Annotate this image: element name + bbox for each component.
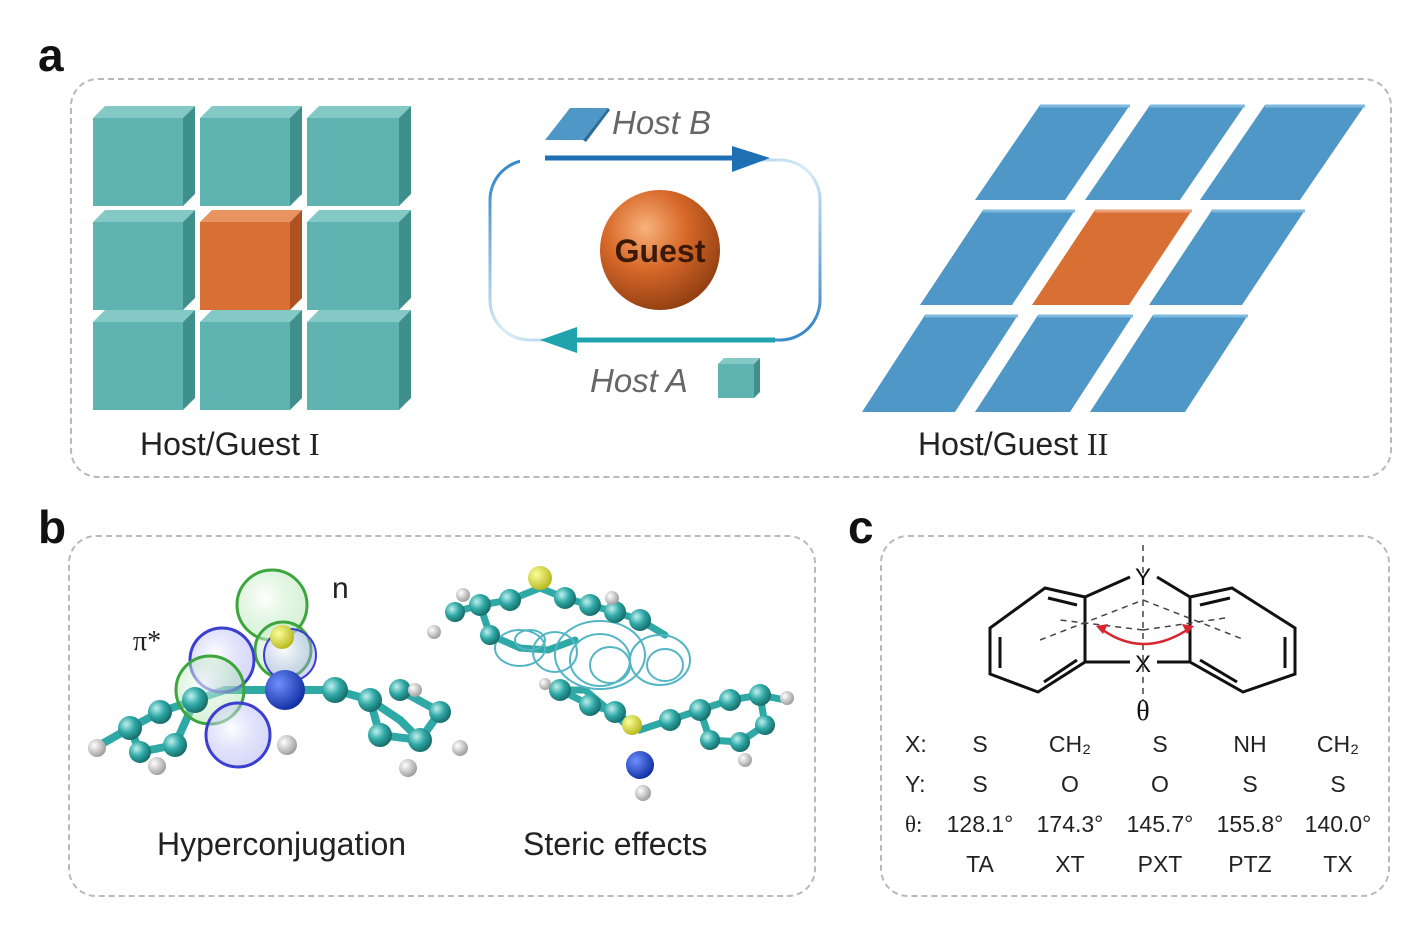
host-a-cube: [307, 210, 411, 310]
host-b-rhombus: [1085, 105, 1245, 200]
row-label-y: Y:: [905, 771, 925, 797]
panel-c-frame: [880, 535, 1390, 897]
table-cell: 145.7°: [1127, 811, 1194, 837]
hyperconjugation-molecule: [88, 568, 468, 777]
host-b-rhombus: [1200, 105, 1365, 200]
theta-symbol: θ: [1136, 696, 1149, 727]
table-cell: 128.1°: [947, 811, 1014, 837]
nitrogen-atom: [265, 670, 305, 710]
host-guest-1-cube-grid: [93, 106, 411, 410]
host-a-cube: [307, 106, 411, 206]
host-b-label: Host B: [612, 104, 712, 141]
steric-effects-molecule: [427, 566, 794, 801]
panel-c-letter: c: [848, 501, 874, 553]
host-a-cube: [93, 210, 195, 310]
panel-a-letter: a: [38, 29, 64, 81]
pi-star-label: π*: [133, 626, 161, 657]
compound-name: XT: [1055, 851, 1084, 877]
compound-name: PXT: [1138, 851, 1183, 877]
host-a-cube: [200, 106, 302, 206]
host-guest-2-caption: Host/Guest II: [918, 426, 1109, 462]
atom-x-label: X: [1135, 651, 1151, 678]
n-label: n: [332, 572, 349, 605]
table-cell: O: [1061, 771, 1079, 797]
compound-name: TX: [1323, 851, 1352, 877]
guest-sphere: [600, 190, 720, 310]
hyperconjugation-caption: Hyperconjugation: [157, 826, 407, 862]
table-cell: O: [1151, 771, 1169, 797]
arrow-head-right: [732, 146, 770, 172]
host-guest-2-rhombus-grid: [862, 104, 1365, 412]
dibenzo-heterocycle-structure: [988, 545, 1297, 700]
table-cell: S: [972, 771, 987, 797]
table-cell: 140.0°: [1305, 811, 1372, 837]
compound-name: PTZ: [1228, 851, 1271, 877]
host-b-rhombus-icon: [545, 108, 608, 140]
table-cell: CH₂: [1317, 731, 1359, 757]
table-cell: S: [972, 731, 987, 757]
pi-orbital-lobe: [204, 701, 272, 769]
row-label-theta: θ:: [905, 812, 922, 837]
host-a-cube: [93, 106, 195, 206]
host-b-rhombus: [862, 315, 1018, 412]
table-cell: NH: [1233, 731, 1266, 757]
host-b-rhombus: [975, 315, 1133, 412]
host-b-rhombus: [920, 210, 1075, 305]
guest-label: Guest: [615, 233, 706, 269]
host-a-cube: [200, 310, 302, 410]
host-guest-1-caption: Host/Guest I: [140, 426, 320, 462]
host-b-rhombus: [1149, 210, 1305, 305]
compound-name: TA: [966, 851, 994, 877]
host-a-cube: [93, 310, 195, 410]
table-cell: S: [1242, 771, 1257, 797]
table-cell: S: [1152, 731, 1167, 757]
substituent-table: X: S CH₂ S NH CH₂ Y: S O O S S θ: 128.1°…: [905, 731, 1371, 877]
atom-y-label: Y: [1135, 564, 1151, 591]
panel-b-letter: b: [38, 501, 67, 553]
guest-rhombus: [1032, 210, 1192, 305]
table-cell: 174.3°: [1037, 811, 1104, 837]
exchange-cycle: Guest: [488, 108, 822, 398]
arrow-head-left: [540, 327, 577, 353]
sulfur-atom: [270, 625, 294, 649]
table-cell: CH₂: [1049, 731, 1091, 757]
host-a-cube: [307, 310, 411, 410]
table-cell: S: [1330, 771, 1345, 797]
host-b-rhombus: [1090, 315, 1248, 412]
panel-b-frame: [68, 535, 816, 897]
host-a-cube-icon: [718, 358, 760, 398]
host-b-rhombus: [975, 105, 1130, 200]
dihedral-angle-arc: [1099, 626, 1191, 646]
row-label-x: X:: [905, 731, 927, 757]
steric-effects-caption: Steric effects: [523, 826, 708, 862]
host-a-label: Host A: [590, 362, 688, 399]
panel-a-frame: [70, 78, 1392, 478]
table-cell: 155.8°: [1217, 811, 1284, 837]
guest-cube: [200, 210, 302, 310]
